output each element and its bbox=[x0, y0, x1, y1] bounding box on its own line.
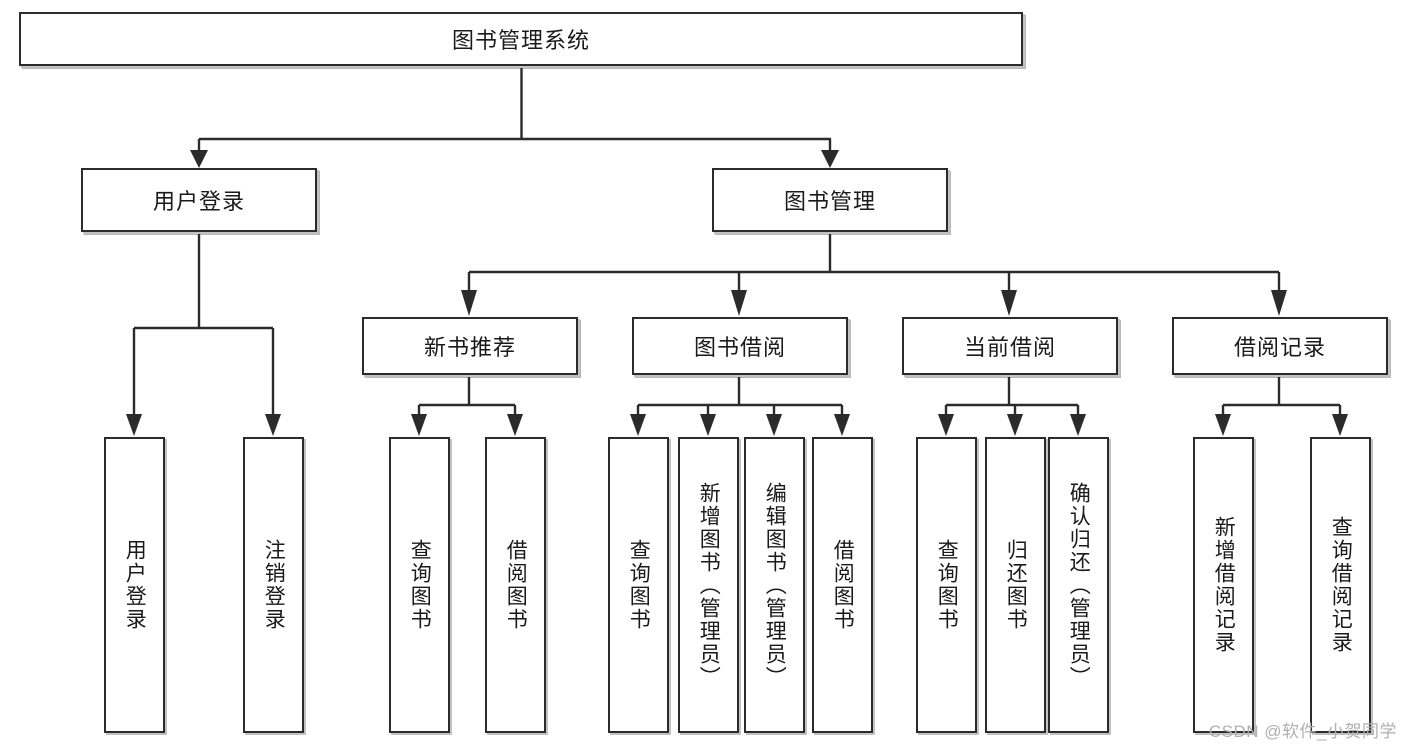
arrowhead bbox=[126, 414, 142, 436]
arrowhead bbox=[630, 414, 646, 436]
node-new-book-recommend[interactable]: 新书推荐 bbox=[362, 317, 578, 375]
arrowhead bbox=[731, 290, 747, 316]
leaf-label: 查询借阅记录 bbox=[1329, 516, 1353, 654]
node-current-borrow-label: 当前借阅 bbox=[963, 335, 1056, 360]
node-book-management[interactable]: 图书管理 bbox=[712, 168, 948, 232]
arrowhead bbox=[507, 414, 523, 436]
arrowhead bbox=[1001, 290, 1017, 316]
arrowhead bbox=[821, 150, 839, 168]
leaf-borrow-record-query[interactable]: 查询借阅记录 bbox=[1310, 437, 1371, 733]
arrowhead bbox=[766, 414, 782, 436]
leaf-current-borrow-query[interactable]: 查询图书 bbox=[916, 437, 977, 733]
node-user-login[interactable]: 用户登录 bbox=[81, 168, 317, 232]
leaf-book-borrow-add[interactable]: 新增图书（管理员） bbox=[678, 437, 739, 733]
leaf-label: 查询图书 bbox=[935, 539, 959, 631]
leaf-user-login-signout[interactable]: 注销登录 bbox=[243, 437, 304, 733]
leaf-label: 借阅图书 bbox=[504, 539, 528, 631]
leaf-label: 归还图书 bbox=[1004, 539, 1028, 631]
arrowhead bbox=[1332, 414, 1348, 436]
leaf-current-borrow-return[interactable]: 归还图书 bbox=[985, 437, 1046, 733]
leaf-label: 查询图书 bbox=[627, 539, 651, 631]
node-book-management-label: 图书管理 bbox=[783, 189, 876, 214]
leaf-label: 借阅图书 bbox=[831, 539, 855, 631]
arrowhead bbox=[411, 414, 427, 436]
node-book-borrow[interactable]: 图书借阅 bbox=[632, 317, 848, 375]
arrowhead bbox=[1007, 414, 1023, 436]
node-root-label: 图书管理系统 bbox=[451, 28, 590, 53]
leaf-book-borrow-lend[interactable]: 借阅图书 bbox=[812, 437, 873, 733]
arrowhead bbox=[1215, 414, 1231, 436]
arrowhead bbox=[834, 414, 850, 436]
node-root[interactable]: 图书管理系统 bbox=[19, 12, 1023, 66]
node-borrow-record-label: 借阅记录 bbox=[1233, 335, 1326, 360]
leaf-label: 编辑图书（管理员） bbox=[763, 481, 787, 689]
node-current-borrow[interactable]: 当前借阅 bbox=[902, 317, 1118, 375]
node-user-login-label: 用户登录 bbox=[152, 189, 245, 214]
arrowhead bbox=[1070, 414, 1086, 436]
node-borrow-record[interactable]: 借阅记录 bbox=[1172, 317, 1388, 375]
arrowhead bbox=[461, 290, 477, 316]
leaf-current-borrow-confirm[interactable]: 确认归还（管理员） bbox=[1048, 437, 1109, 733]
arrowhead bbox=[700, 414, 716, 436]
leaf-user-login-signin[interactable]: 用户登录 bbox=[104, 437, 165, 733]
node-book-borrow-label: 图书借阅 bbox=[693, 335, 786, 360]
arrowhead bbox=[938, 414, 954, 436]
leaf-new-book-borrow[interactable]: 借阅图书 bbox=[485, 437, 546, 733]
leaf-book-borrow-query[interactable]: 查询图书 bbox=[608, 437, 669, 733]
arrowhead bbox=[265, 414, 281, 436]
arrowhead bbox=[1271, 290, 1287, 316]
leaf-borrow-record-add[interactable]: 新增借阅记录 bbox=[1193, 437, 1254, 733]
leaf-label: 查询图书 bbox=[408, 539, 432, 631]
leaf-label: 新增借阅记录 bbox=[1212, 516, 1236, 654]
leaf-label: 新增图书（管理员） bbox=[697, 481, 721, 689]
leaf-new-book-query[interactable]: 查询图书 bbox=[389, 437, 450, 733]
leaf-book-borrow-edit[interactable]: 编辑图书（管理员） bbox=[744, 437, 805, 733]
node-new-book-recommend-label: 新书推荐 bbox=[423, 335, 516, 360]
leaf-label: 注销登录 bbox=[262, 539, 286, 631]
leaf-label: 用户登录 bbox=[123, 539, 147, 631]
leaf-label: 确认归还（管理员） bbox=[1067, 481, 1091, 689]
arrowhead bbox=[190, 150, 208, 168]
